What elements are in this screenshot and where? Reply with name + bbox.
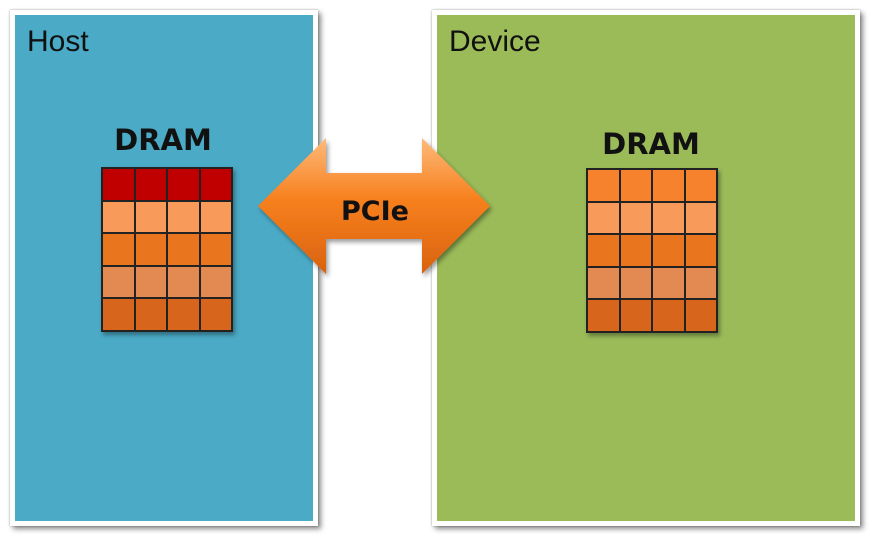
- host-dram-cell: [135, 234, 166, 265]
- pcie-label: PCIe: [341, 196, 409, 227]
- device-dram-cell: [685, 202, 716, 234]
- host-dram-cell: [200, 299, 231, 330]
- host-title: Host: [27, 25, 89, 58]
- pcie-double-arrow: [258, 138, 490, 274]
- device-dram-cell: [620, 300, 651, 331]
- device-title: Device: [449, 25, 541, 58]
- host-dram-cell: [168, 266, 199, 298]
- device-dram-cell: [588, 235, 619, 266]
- device-dram-cell: [620, 202, 651, 234]
- host-dram-cell: [135, 266, 166, 298]
- host-dram-cell: [103, 266, 134, 298]
- device-dram-cell: [588, 267, 619, 299]
- host-dram-cell: [168, 169, 199, 200]
- host-dram-grid: [101, 167, 233, 332]
- host-dram-cell: [103, 201, 134, 233]
- device-dram-cell: [685, 267, 716, 299]
- host-dram-cell: [168, 299, 199, 330]
- device-dram-cell: [685, 170, 716, 201]
- pcie-arrow-shape: [258, 138, 490, 274]
- host-dram-cell: [168, 201, 199, 233]
- host-dram-cell: [135, 169, 166, 200]
- device-dram-cell: [588, 300, 619, 331]
- host-dram-cell: [103, 169, 134, 200]
- host-dram-cell: [200, 201, 231, 233]
- device-dram-cell: [620, 235, 651, 266]
- device-dram-cell: [685, 300, 716, 331]
- host-dram-cell: [200, 169, 231, 200]
- host-dram-cell: [135, 299, 166, 330]
- device-dram-cell: [620, 170, 651, 201]
- host-dram-cell: [200, 266, 231, 298]
- host-dram-cell: [135, 201, 166, 233]
- device-dram-cell: [653, 170, 684, 201]
- device-dram-cell: [653, 267, 684, 299]
- host-dram-label: DRAM: [114, 123, 212, 157]
- device-dram-cell: [653, 202, 684, 234]
- device-dram-cell: [620, 267, 651, 299]
- device-dram-cell: [653, 300, 684, 331]
- device-dram-cell: [588, 202, 619, 234]
- host-dram-cell: [103, 299, 134, 330]
- device-dram-grid: [586, 168, 718, 333]
- host-dram-cell: [168, 234, 199, 265]
- host-dram-cell: [103, 234, 134, 265]
- device-dram-cell: [588, 170, 619, 201]
- device-dram-cell: [653, 235, 684, 266]
- host-dram-cell: [200, 234, 231, 265]
- device-dram-label: DRAM: [602, 127, 700, 161]
- device-dram-cell: [685, 235, 716, 266]
